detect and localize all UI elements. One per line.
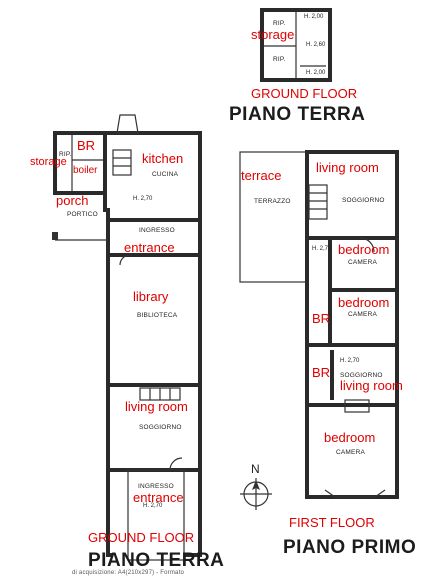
first-living-room-it: SOGGIORNO <box>342 197 385 204</box>
annex-room-1-en: storage <box>251 27 295 42</box>
first-bedroom1-it: CAMERA <box>348 259 378 266</box>
first-title-italian: PIANO PRIMO <box>283 537 417 558</box>
first-terrace-en: terrace <box>241 168 282 183</box>
ground-living-room-en: living room <box>125 399 188 414</box>
first-bedroom2-it: CAMERA <box>348 311 378 318</box>
first-br1-en: BR <box>312 311 331 326</box>
ground-entrance2-height: H. 2,70 <box>143 503 163 509</box>
annex-plan <box>260 8 332 82</box>
first-living2-it: SOGGIORNO <box>340 372 383 379</box>
first-bedroom3-it: CAMERA <box>336 449 366 456</box>
ground-library-it: BIBLIOTECA <box>137 312 178 319</box>
ground-porch-en: porch <box>56 193 89 208</box>
first-floor-plan <box>239 150 399 499</box>
footer-scan-text: di acquisizione: A4(210x297) - Formato <box>72 570 184 576</box>
north-label: N <box>251 462 260 476</box>
first-terrace-it: TERRAZZO <box>254 198 291 205</box>
ground-library-en: library <box>133 289 169 304</box>
ground-kitchen-height: H. 2,70 <box>133 196 153 202</box>
ground-living-room-it: SOGGIORNO <box>139 424 182 431</box>
ground-storage-en: storage <box>30 156 67 168</box>
annex-room-3-height: H. 2,00 <box>306 70 326 76</box>
first-bedroom2-en: bedroom <box>338 295 390 310</box>
annex-room-2-height: H. 2,60 <box>306 42 326 48</box>
first-bedroom3-en: bedroom <box>324 430 376 445</box>
ground-title-english: GROUND FLOOR <box>88 530 195 545</box>
first-bedroom1-en: bedroom <box>338 242 390 257</box>
annex-room-1-it: RIP. <box>273 20 286 27</box>
ground-entrance-it: INGRESSO <box>139 227 175 234</box>
ground-boiler-en: boiler <box>73 165 98 176</box>
north-arrow <box>240 478 272 510</box>
ground-entrance2-it: INGRESSO <box>138 483 174 490</box>
first-bedroom1-height: H. 2,70 <box>312 246 332 252</box>
first-living2-en: living room <box>340 378 403 393</box>
ground-rip-it: RIP. <box>59 151 72 158</box>
ground-entrance-en: entrance <box>124 240 175 255</box>
first-title-english: FIRST FLOOR <box>289 515 375 530</box>
ground-br-en: BR <box>77 138 96 153</box>
first-living2-height: H. 2,70 <box>340 358 360 364</box>
annex-title-italian: PIANO TERRA <box>229 104 366 125</box>
annex-room-2-it: RIP. <box>273 56 286 63</box>
ground-porch-it: PORTICO <box>67 211 98 218</box>
first-living-room-en: living room <box>316 160 379 175</box>
annex-title-english: GROUND FLOOR <box>251 86 358 101</box>
first-br2-en: BR <box>312 365 331 380</box>
ground-floor-plan <box>52 114 202 561</box>
ground-kitchen-en: kitchen <box>142 151 184 166</box>
ground-entrance2-en: entrance <box>133 490 184 505</box>
annex-room-1-height: H. 2,00 <box>304 14 324 20</box>
ground-kitchen-it: CUCINA <box>152 171 179 178</box>
ground-title-italian: PIANO TERRA <box>88 550 225 571</box>
